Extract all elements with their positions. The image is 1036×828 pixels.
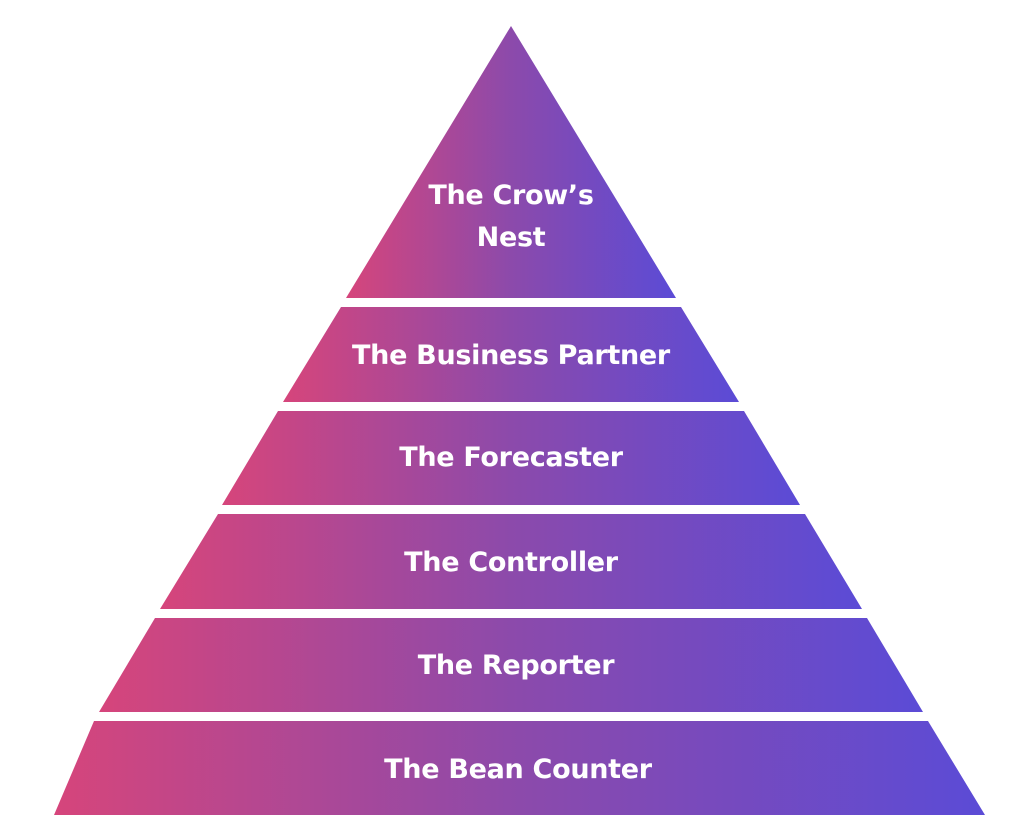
tier-label: The Bean Counter [384,754,653,785]
pyramid-tier-bean-counter: The Bean Counter [54,721,985,815]
pyramid-tier-reporter: The Reporter [99,618,923,712]
pyramid-tier-crows-nest: The Crow’s Nest [346,26,676,298]
tier-shape [160,514,862,609]
tier-shape [222,411,800,505]
tier-shape [99,618,923,712]
tier-shape [283,307,739,402]
tier-label-line: Nest [477,222,546,253]
pyramid-tier-controller: The Controller [160,514,862,609]
pyramid-tier-business-partner: The Business Partner [283,307,739,402]
tier-shape [54,721,985,815]
tier-label-line: The Crow’s [428,180,593,211]
tier-label: The Business Partner [352,340,671,371]
pyramid-tier-forecaster: The Forecaster [222,411,800,505]
tier-label: The Reporter [418,650,616,681]
tier-label: The Forecaster [399,442,623,473]
tier-label: The Controller [404,547,619,578]
tier-shape [346,26,676,298]
